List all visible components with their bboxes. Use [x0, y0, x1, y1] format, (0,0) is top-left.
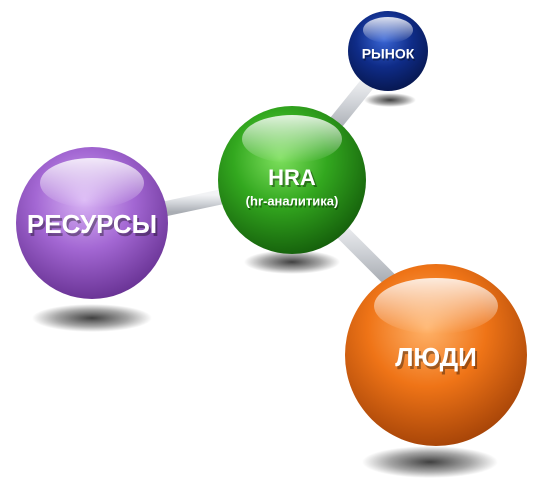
gloss-resources	[40, 158, 144, 208]
svg-text:(hr-аналитика): (hr-аналитика)	[247, 195, 340, 210]
center-title: HRA	[268, 165, 316, 190]
shadow-center	[244, 250, 340, 274]
node-people: ЛЮДИ ЛЮДИ	[345, 264, 527, 446]
node-resources: РЕСУРСЫ РЕСУРСЫ	[16, 147, 168, 299]
center-subtitle: (hr-аналитика)	[246, 193, 339, 208]
floor-shadows	[32, 93, 498, 478]
node-market: РЫНОК РЫНОК	[348, 11, 428, 91]
label-resources: РЕСУРСЫ	[27, 209, 157, 239]
node-center: HRA HRA (hr-аналитика) (hr-аналитика)	[218, 106, 366, 254]
shadow-people	[362, 446, 498, 478]
shadow-market	[364, 93, 416, 107]
shadow-resources	[32, 304, 152, 332]
svg-text:РЕСУРСЫ: РЕСУРСЫ	[29, 212, 159, 242]
gloss-people	[374, 278, 498, 334]
svg-text:РЫНОК: РЫНОК	[363, 48, 416, 64]
svg-text:HRA: HRA	[270, 167, 318, 192]
label-market: РЫНОК	[362, 46, 415, 62]
gloss-center	[242, 115, 342, 163]
gloss-market	[363, 17, 413, 43]
label-people: ЛЮДИ	[395, 342, 477, 372]
svg-text:ЛЮДИ: ЛЮДИ	[397, 345, 479, 375]
